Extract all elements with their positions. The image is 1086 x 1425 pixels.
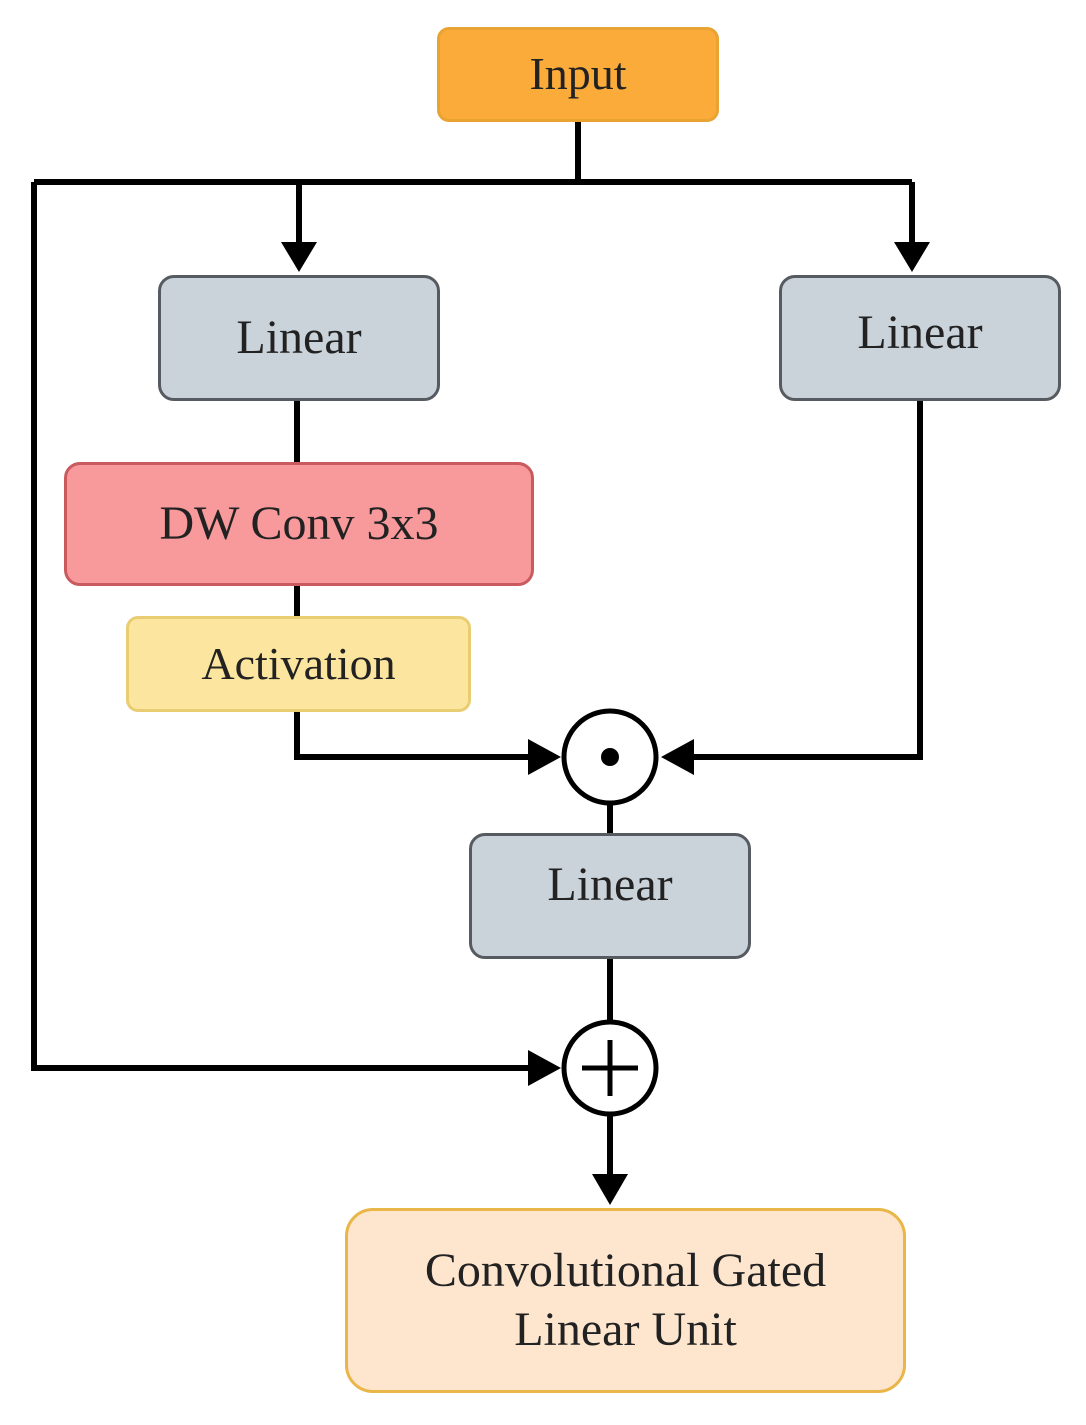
- edge-skip-connection: [31, 182, 532, 1071]
- dw-conv-node: DW Conv 3x3: [64, 462, 534, 586]
- linear-node-right-label: Linear: [857, 306, 983, 359]
- activation-node: Activation: [126, 616, 471, 712]
- add-operator: [561, 1019, 659, 1117]
- linear-node-left: Linear: [158, 275, 440, 401]
- arrow-into-output: [592, 1174, 628, 1205]
- edge-activation-to-multiply: [294, 712, 532, 760]
- input-node-label: Input: [529, 48, 627, 100]
- linear-node-left-label: Linear: [236, 310, 362, 364]
- plus-icon: [582, 1040, 638, 1096]
- output-node-label: Convolutional Gated Linear Unit: [424, 1243, 827, 1356]
- linear-node-bottom-label: Linear: [547, 858, 673, 911]
- dot-product-icon: [601, 748, 619, 766]
- output-node: Convolutional Gated Linear Unit: [345, 1208, 906, 1393]
- linear-node-right: Linear: [779, 275, 1061, 401]
- arrow-into-linear-right: [894, 242, 930, 272]
- linear-node-bottom: Linear: [469, 833, 751, 959]
- arrow-into-multiply-right: [661, 739, 694, 775]
- arrow-into-add-left: [528, 1050, 561, 1086]
- activation-node-label: Activation: [201, 637, 396, 689]
- input-node: Input: [437, 27, 719, 122]
- multiply-operator: [561, 708, 659, 806]
- dw-conv-node-label: DW Conv 3x3: [159, 496, 439, 550]
- edge-linear-right-to-multiply: [690, 401, 923, 760]
- arrow-into-multiply-left: [528, 739, 561, 775]
- arrow-into-linear-left: [281, 242, 317, 272]
